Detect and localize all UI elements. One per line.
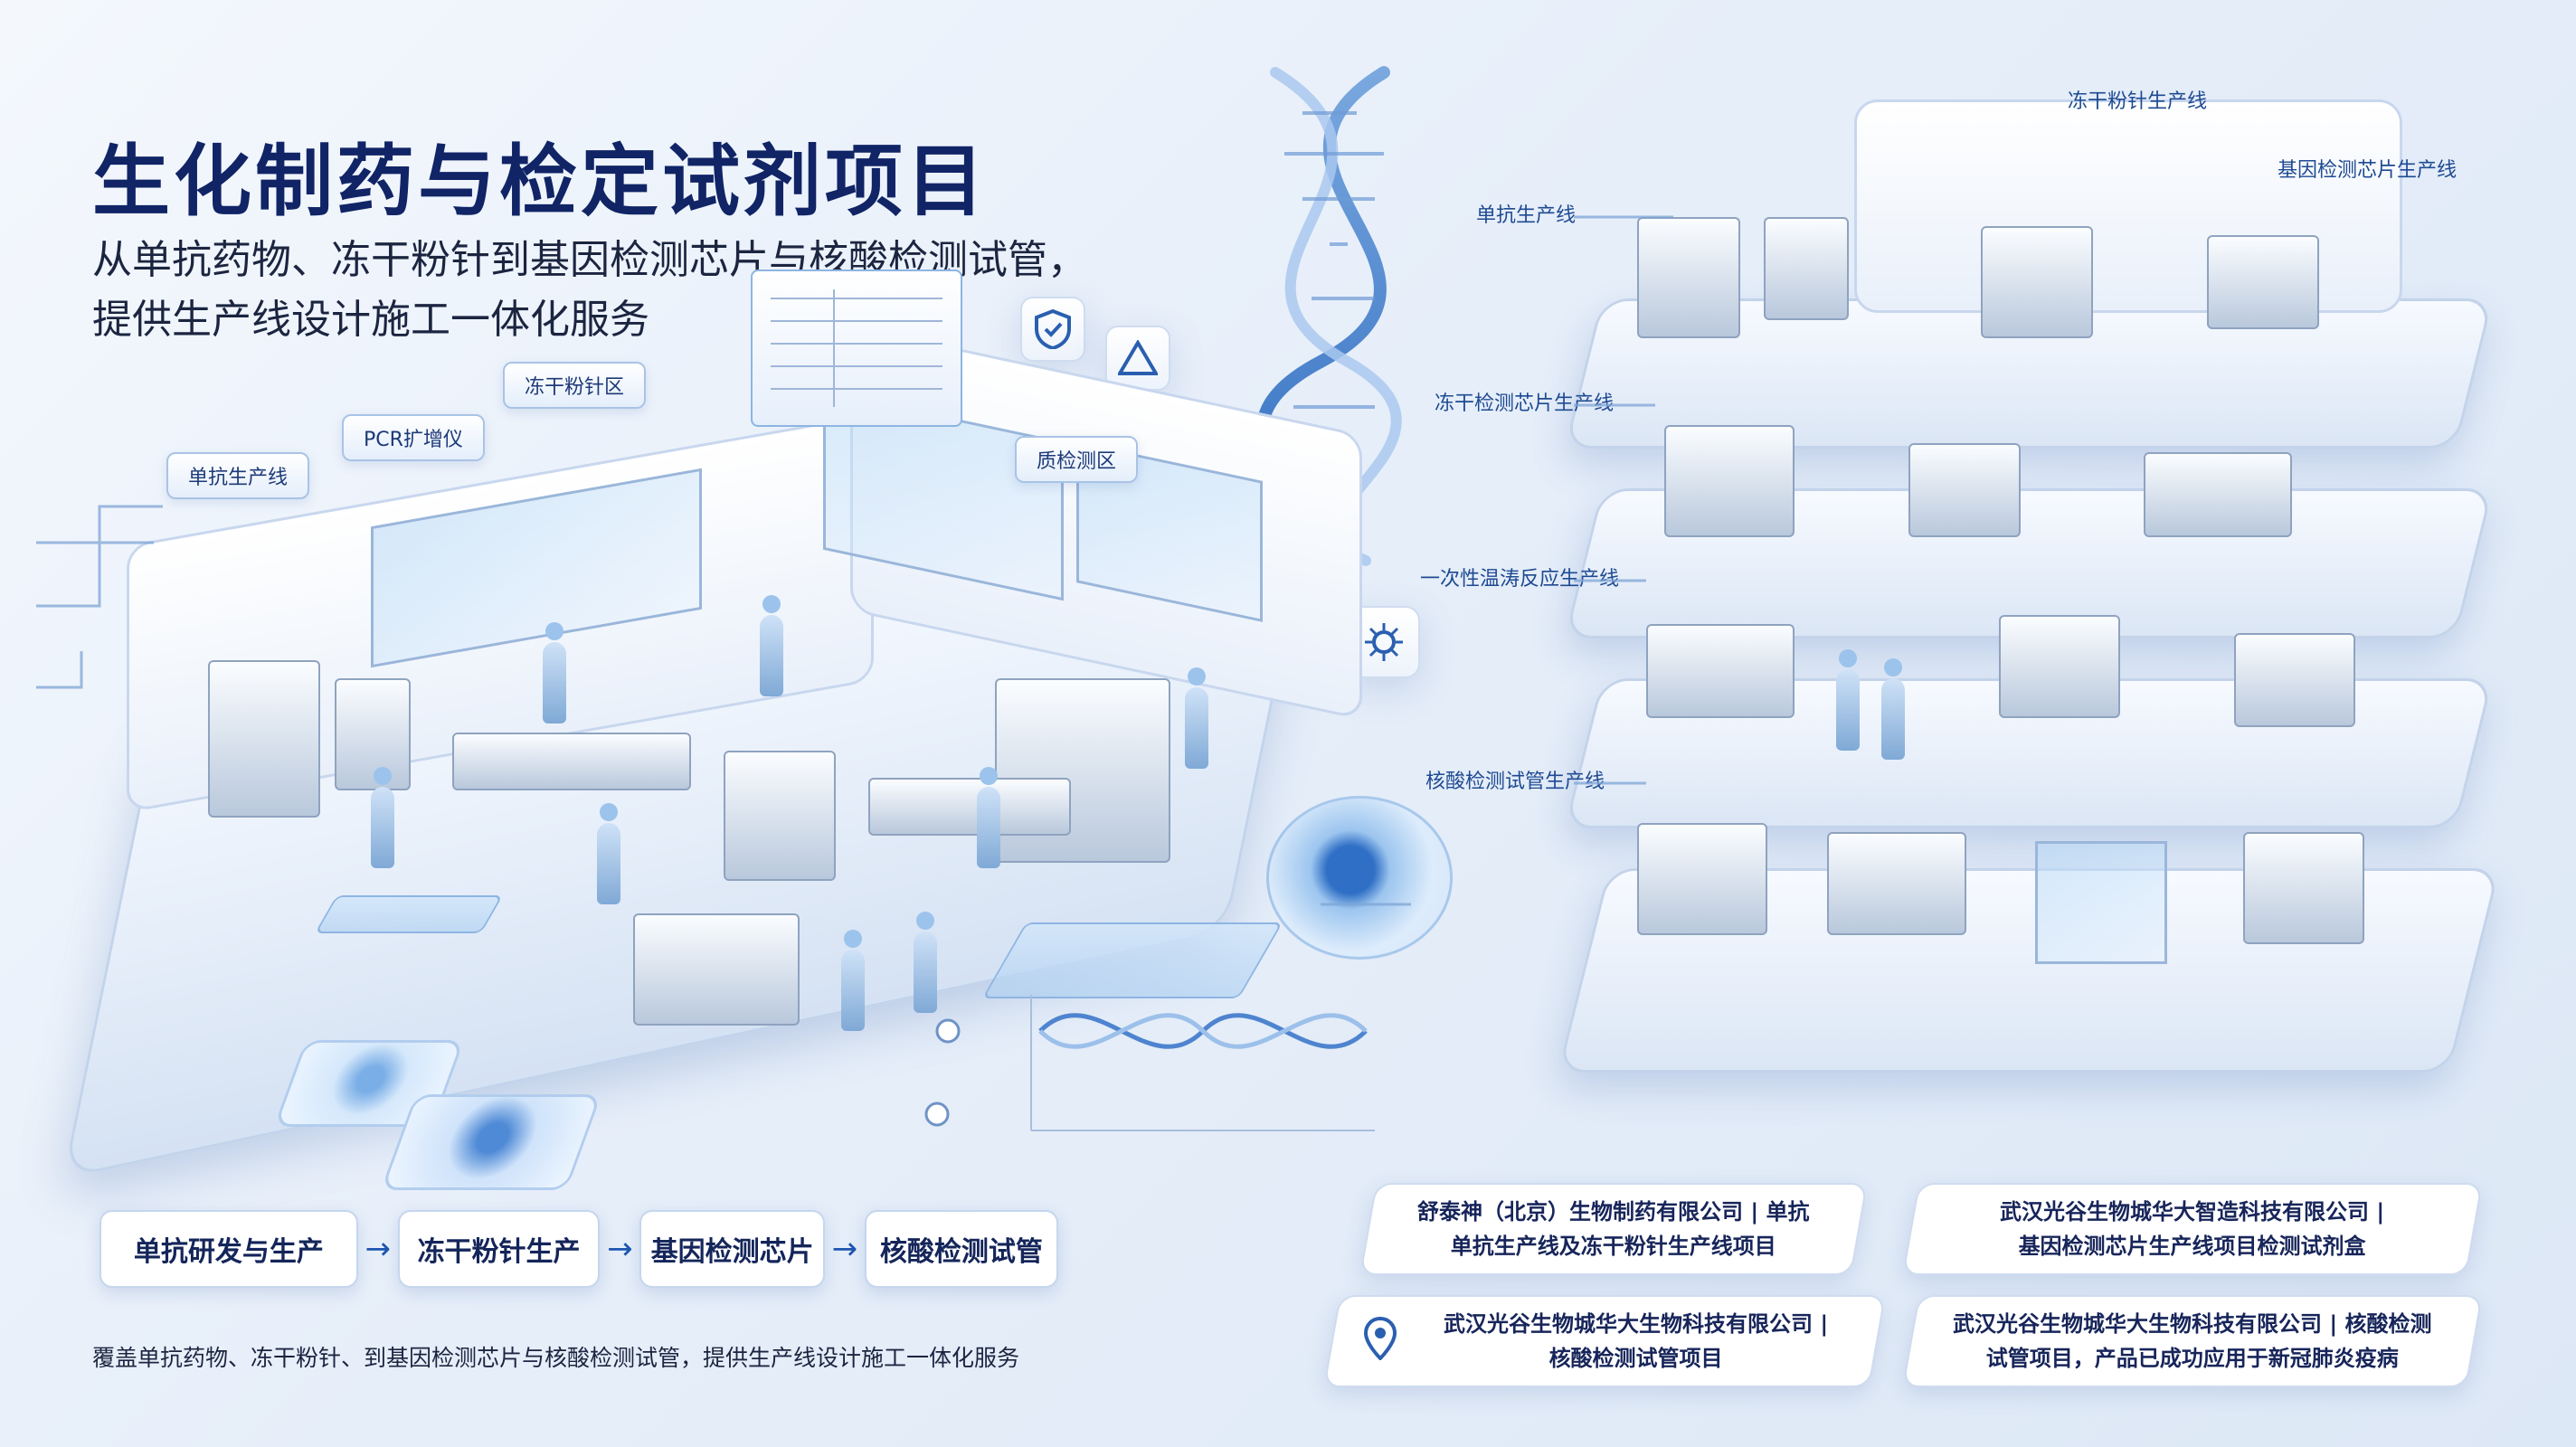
flow-step-gene-chip: 基因检测芯片	[639, 1210, 825, 1288]
cabinet-machine	[335, 678, 411, 790]
machine	[2234, 633, 2355, 727]
tag-lyo-zone: 冻干粉针区	[503, 362, 647, 409]
project-card-text: 武汉光谷生物城华大智造科技有限公司 | 基因检测芯片生产线项目检测试剂盒	[2000, 1199, 2385, 1259]
document-panel	[751, 270, 962, 427]
worker	[597, 803, 620, 904]
tag-pcr: PCR扩增仪	[342, 414, 485, 461]
worker	[760, 595, 783, 696]
cell-icon	[1266, 796, 1453, 960]
machine	[1764, 217, 1849, 320]
filling-machine	[633, 913, 800, 1026]
dna-sketch-icon	[1030, 995, 1375, 1131]
machine	[2144, 452, 2292, 537]
machine	[1827, 832, 1966, 935]
page-title: 生化制药与检定试剂项目	[92, 137, 988, 227]
tag-mab-line: 单抗生产线	[166, 452, 310, 499]
reactor-tank	[208, 660, 320, 818]
tag-qc-zone: 质检测区	[1015, 436, 1139, 483]
label-mab-line: 单抗生产线	[1476, 204, 1577, 227]
flow-arrow-icon: →	[365, 1231, 392, 1267]
worker	[841, 930, 865, 1031]
shield-icon	[1020, 297, 1085, 362]
machine	[1981, 226, 2093, 338]
left-facility	[62, 325, 1362, 1179]
location-pin-icon	[1364, 1317, 1397, 1360]
warning-triangle-icon	[1105, 326, 1170, 391]
subtitle-line-2: 提供生产线设计施工一体化服务	[92, 297, 649, 343]
machine	[2243, 832, 2364, 944]
worker	[543, 622, 566, 724]
footnote: 覆盖单抗药物、冻干粉针、到基因检测芯片与核酸检测试管，提供生产线设计施工一体化服…	[92, 1345, 1020, 1371]
project-card-2: 武汉光谷生物城华大智造科技有限公司 | 基因检测芯片生产线项目检测试剂盒	[1902, 1183, 2483, 1275]
project-card-text: 武汉光谷生物城华大生物科技有限公司 | 核酸检测试管项目	[1444, 1311, 1829, 1371]
machine	[1646, 624, 1795, 718]
machine	[1908, 443, 2021, 537]
label-gene-chip-line: 基因检测芯片生产线	[2278, 159, 2458, 182]
isolator-machine	[724, 751, 836, 881]
process-flow: 单抗研发与生产 → 冻干粉针生产 → 基因检测芯片 → 核酸检测试管	[99, 1208, 1058, 1290]
machine	[1637, 823, 1767, 935]
glass-chamber	[2035, 841, 2167, 964]
worker	[1836, 649, 1860, 751]
flow-arrow-icon: →	[831, 1231, 858, 1267]
lab-bench-1	[452, 733, 691, 790]
flow-step-lyo: 冻干粉针生产	[397, 1210, 601, 1288]
page-subtitle: 从单抗药物、冻干粉针到基因检测芯片与核酸检测试管， 提供生产线设计施工一体化服务	[92, 231, 1178, 350]
worker	[371, 767, 394, 868]
project-card-1: 舒泰神（北京）生物制药有限公司 | 单抗 单抗生产线及冻干粉针生产线项目	[1359, 1183, 1868, 1275]
machine	[1999, 615, 2120, 718]
project-card-text: 武汉光谷生物城华大生物科技有限公司 | 核酸检测 试管项目，产品已成功应用于新冠…	[1953, 1311, 2432, 1371]
right-facility	[1529, 90, 2505, 1130]
flow-step-nucleic-tube: 核酸检测试管	[864, 1210, 1058, 1288]
label-lyo-line: 冻干粉针生产线	[2068, 90, 2208, 113]
flow-arrow-icon: →	[607, 1231, 633, 1267]
worker	[1881, 658, 1905, 760]
project-card-3: 武汉光谷生物城华大生物科技有限公司 | 核酸检测试管项目	[1323, 1295, 1886, 1387]
machine	[2207, 235, 2319, 329]
project-card-text: 舒泰神（北京）生物制药有限公司 | 单抗 单抗生产线及冻干粉针生产线项目	[1417, 1199, 1810, 1259]
machine	[1637, 217, 1740, 338]
worker	[1185, 667, 1208, 769]
project-card-4: 武汉光谷生物城华大生物科技有限公司 | 核酸检测 试管项目，产品已成功应用于新冠…	[1902, 1295, 2483, 1387]
flow-step-mab: 单抗研发与生产	[99, 1210, 358, 1288]
lab-bench-2	[868, 778, 1071, 836]
machine	[1664, 425, 1795, 537]
worker	[914, 912, 937, 1013]
worker	[977, 767, 1000, 868]
